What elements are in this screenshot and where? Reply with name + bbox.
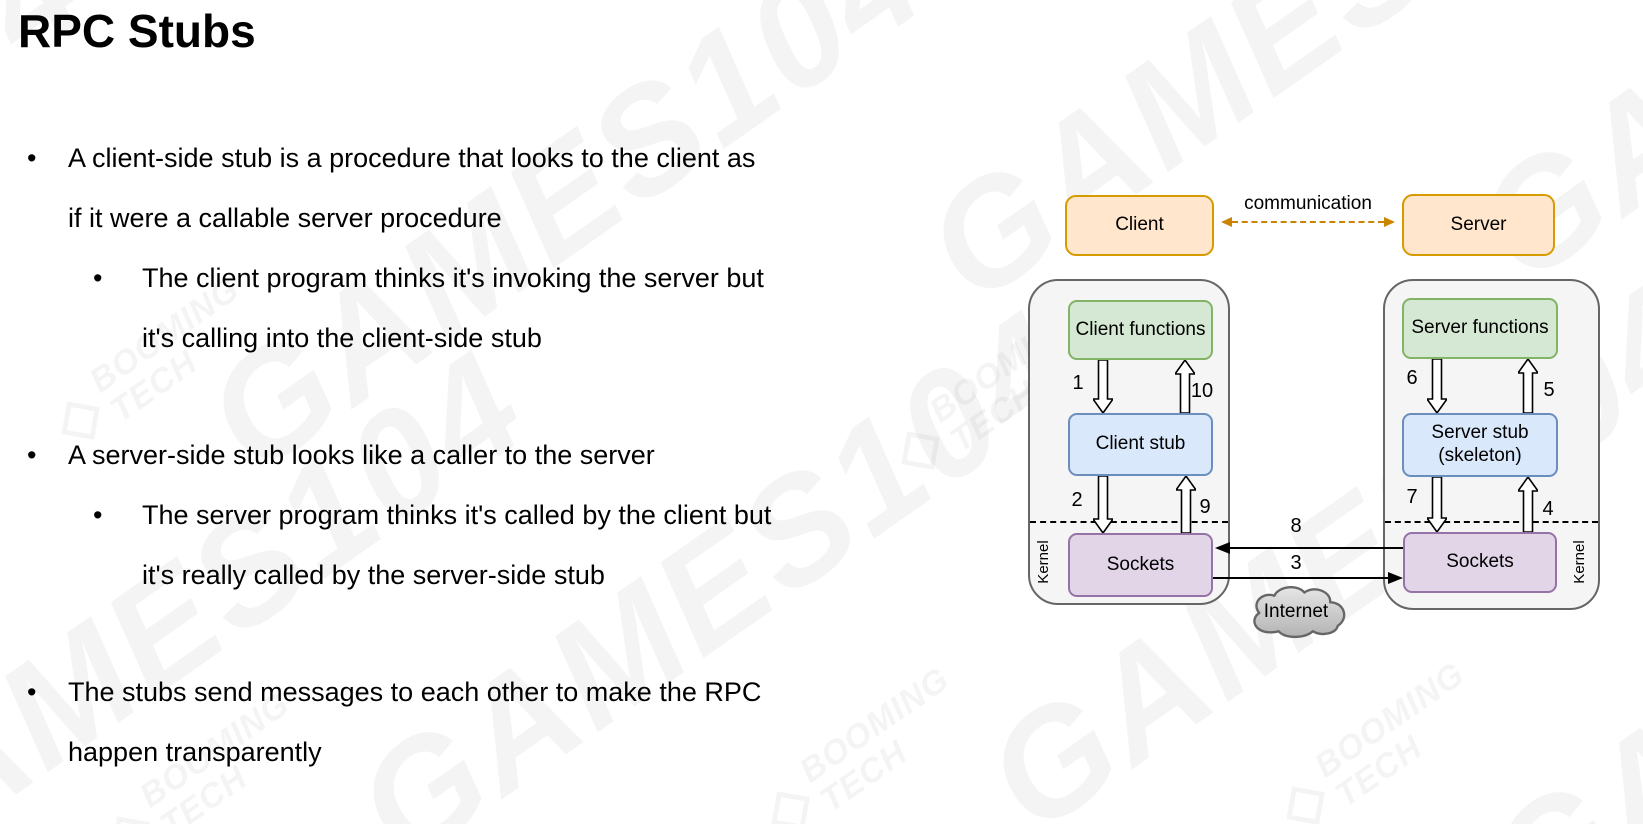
arrow-down-icon bbox=[1427, 477, 1447, 532]
bullet-text: The stubs send messages to each other to… bbox=[68, 662, 761, 782]
arrow-head-right-icon bbox=[1388, 572, 1403, 584]
bullet-subitem: • The server program thinks it's called … bbox=[0, 485, 960, 605]
arrow-up-icon bbox=[1518, 477, 1538, 532]
bullet-subitem: • The client program thinks it's invokin… bbox=[0, 248, 960, 368]
step-number: 2 bbox=[1071, 489, 1083, 511]
client-sockets-box: Sockets bbox=[1068, 533, 1213, 597]
bullet-line: if it were a callable server procedure bbox=[68, 203, 502, 233]
kernel-boundary-left bbox=[1030, 521, 1228, 523]
bullet-text: A client-side stub is a procedure that l… bbox=[68, 128, 755, 248]
step-number: 7 bbox=[1406, 486, 1418, 508]
server-sockets-box: Sockets bbox=[1403, 532, 1557, 593]
arrow-up-icon bbox=[1518, 359, 1538, 413]
bullet-marker: • bbox=[27, 677, 37, 707]
client-stub-box: Client stub bbox=[1068, 413, 1213, 476]
bullet-marker: • bbox=[27, 143, 37, 173]
step-number: 6 bbox=[1406, 367, 1418, 389]
server-functions-box: Server functions bbox=[1402, 298, 1558, 359]
bullet-list: • A client-side stub is a procedure that… bbox=[0, 128, 960, 782]
bullet-line: The server program thinks it's called by… bbox=[142, 500, 772, 530]
step-number: 3 bbox=[1290, 552, 1302, 574]
page-title: RPC Stubs bbox=[18, 5, 256, 57]
arrow-down-icon bbox=[1093, 360, 1113, 413]
server-stub-label: Server stub (skeleton) bbox=[1431, 422, 1528, 468]
bullet-text: The client program thinks it's invoking … bbox=[142, 248, 764, 368]
bullet-marker: • bbox=[27, 440, 37, 470]
bullet-line: A server-side stub looks like a caller t… bbox=[68, 440, 655, 470]
arrow-head-left-icon bbox=[1215, 542, 1230, 554]
bullet-marker: • bbox=[93, 500, 103, 530]
socket-link-to-right bbox=[1213, 577, 1388, 579]
socket-link-to-left bbox=[1230, 547, 1403, 549]
server-stub-line1: Server stub bbox=[1431, 422, 1529, 444]
arrow-head-left-icon bbox=[1221, 217, 1232, 227]
internet-cloud bbox=[1245, 584, 1353, 642]
bullet-marker: • bbox=[93, 263, 103, 293]
step-number: 9 bbox=[1199, 496, 1211, 518]
step-number: 8 bbox=[1290, 515, 1302, 537]
bullet-line: it's really called by the server-side st… bbox=[142, 560, 605, 590]
kernel-label-right: Kernel bbox=[1571, 540, 1588, 584]
step-number: 4 bbox=[1542, 498, 1554, 520]
step-number: 1 bbox=[1072, 372, 1084, 394]
arrow-down-icon bbox=[1093, 476, 1113, 533]
server-stub-line2: (skeleton) bbox=[1438, 445, 1522, 466]
step-number: 5 bbox=[1543, 379, 1555, 401]
bullet-line: it's calling into the client-side stub bbox=[142, 323, 542, 353]
internet-label: Internet bbox=[1263, 601, 1329, 622]
step-number: 10 bbox=[1190, 380, 1214, 402]
bullet-line: happen transparently bbox=[68, 737, 322, 767]
arrow-up-icon bbox=[1176, 476, 1196, 533]
bullet-item: • A client-side stub is a procedure that… bbox=[0, 128, 960, 248]
client-box: Client bbox=[1065, 195, 1214, 256]
client-functions-box: Client functions bbox=[1068, 300, 1213, 360]
arrow-head-right-icon bbox=[1384, 217, 1395, 227]
bullet-line: A client-side stub is a procedure that l… bbox=[68, 143, 756, 173]
bullet-text: The server program thinks it's called by… bbox=[142, 485, 771, 605]
server-stub-box: Server stub (skeleton) bbox=[1402, 413, 1558, 477]
bullet-text: A server-side stub looks like a caller t… bbox=[68, 425, 655, 485]
bullet-item: • The stubs send messages to each other … bbox=[0, 662, 960, 782]
communication-arrow bbox=[1232, 221, 1384, 223]
kernel-boundary-right bbox=[1385, 521, 1598, 523]
bullet-line: The stubs send messages to each other to… bbox=[68, 677, 762, 707]
arrow-up-icon bbox=[1175, 360, 1195, 413]
kernel-label-left: Kernel bbox=[1035, 540, 1052, 584]
communication-label: communication bbox=[1244, 193, 1372, 214]
server-box: Server bbox=[1402, 194, 1555, 256]
arrow-down-icon bbox=[1427, 359, 1447, 413]
bullet-line: The client program thinks it's invoking … bbox=[142, 263, 764, 293]
bullet-item: • A server-side stub looks like a caller… bbox=[0, 425, 960, 485]
cloud-icon bbox=[1253, 586, 1346, 639]
